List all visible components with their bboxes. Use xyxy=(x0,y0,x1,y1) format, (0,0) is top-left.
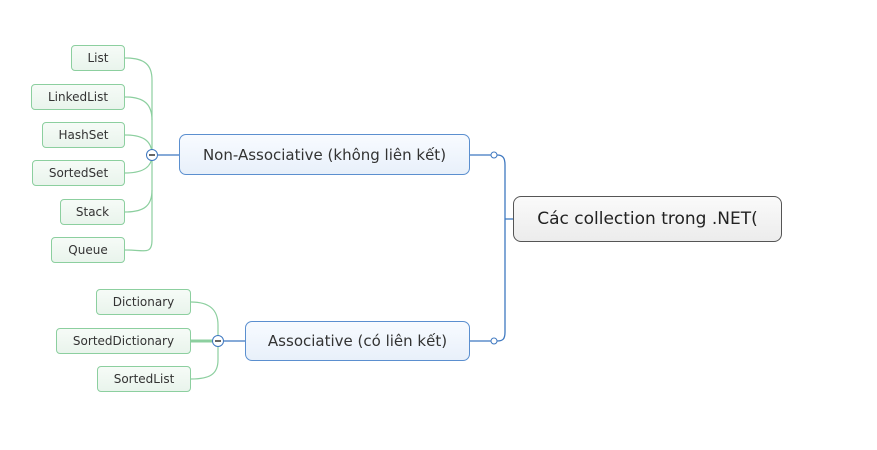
topic-stack[interactable]: Stack xyxy=(60,199,125,225)
topic-list[interactable]: List xyxy=(71,45,125,71)
topic-hashset[interactable]: HashSet xyxy=(42,122,125,148)
topic-queue[interactable]: Queue xyxy=(51,237,125,263)
topic-sorteddictionary[interactable]: SortedDictionary xyxy=(56,328,191,354)
collapse-minus-icon[interactable] xyxy=(212,335,224,347)
collapse-minus-icon[interactable] xyxy=(146,149,158,161)
expand-dot-icon[interactable] xyxy=(490,151,498,159)
topic-dictionary[interactable]: Dictionary xyxy=(96,289,191,315)
topic-sortedset[interactable]: SortedSet xyxy=(32,160,125,186)
expand-dot-icon[interactable] xyxy=(490,337,498,345)
topic-sortedlist[interactable]: SortedList xyxy=(97,366,191,392)
topic-linkedlist[interactable]: LinkedList xyxy=(31,84,125,110)
central-topic[interactable]: Các collection trong .NET( xyxy=(513,196,782,242)
main-connectors xyxy=(158,154,513,342)
topic-associative[interactable]: Associative (có liên kết) xyxy=(245,321,470,361)
topic-non-associative[interactable]: Non-Associative (không liên kết) xyxy=(179,134,470,175)
